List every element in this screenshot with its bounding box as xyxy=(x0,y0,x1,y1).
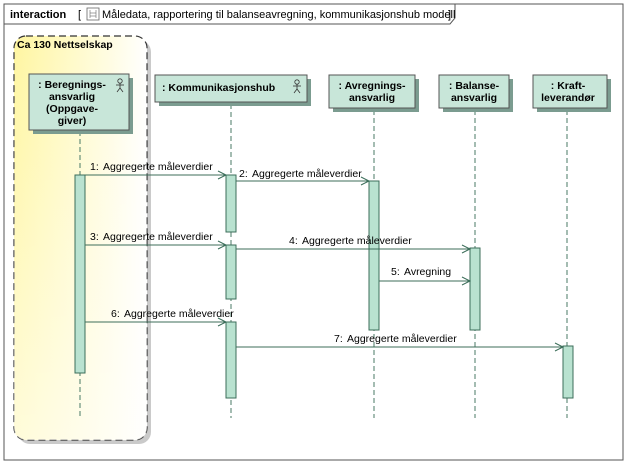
lifeline-head-kraft[interactable]: : Kraft- leverandør xyxy=(532,74,611,112)
arrowhead-icon xyxy=(554,342,565,352)
activation-beregning xyxy=(74,174,86,374)
message-number: 4: xyxy=(289,235,298,247)
arrowhead-icon xyxy=(217,170,228,180)
message-number: 3: xyxy=(90,231,99,243)
lifeline-label-line: ansvarlig xyxy=(49,91,95,103)
lifeline-label-line: ansvarlig xyxy=(451,92,497,104)
diagram-icon xyxy=(86,7,100,21)
activation-hub-3 xyxy=(225,321,237,399)
activation-hub-2 xyxy=(225,244,237,300)
message-label-7: 7: Aggregerte måleverdier xyxy=(334,333,457,345)
message-number: 5: xyxy=(391,266,400,278)
activation-kraft xyxy=(562,345,574,399)
message-number: 6: xyxy=(111,308,120,320)
message-number: 7: xyxy=(334,333,343,345)
frame-title-open: [ xyxy=(78,9,81,21)
actor-icon xyxy=(293,79,301,94)
lifeline-label-line: : Kommunikasjonshub xyxy=(162,82,275,94)
message-text: Aggregerte måleverdier xyxy=(347,333,457,345)
lifeline-label-line: ansvarlig xyxy=(349,92,395,104)
frame-title: Måledata, rapportering til balanseavregn… xyxy=(102,9,455,21)
message-text: Avregning xyxy=(404,266,451,278)
lifeline-head-hub[interactable]: : Kommunikasjonshub xyxy=(154,74,311,106)
arrowhead-icon xyxy=(217,240,228,250)
message-text: Aggregerte måleverdier xyxy=(252,168,362,180)
arrowhead-icon xyxy=(217,317,228,327)
frame-title-close: ] xyxy=(448,9,451,21)
lifeline-label-line: : Kraft- xyxy=(551,80,586,92)
actor-icon xyxy=(116,78,124,93)
lifeline-label-line: : Balanse- xyxy=(449,80,500,92)
lifeline-label-line: : Beregnings- xyxy=(38,79,106,91)
message-label-5: 5: Avregning xyxy=(391,266,451,278)
lifeline-label-line: leverandør xyxy=(541,92,595,104)
lifeline-head-beregning[interactable]: : Beregnings- ansvarlig (Oppgave- giver) xyxy=(28,73,133,134)
lifeline-head-balanse[interactable]: : Balanse- ansvarlig xyxy=(438,74,513,112)
activation-hub-1 xyxy=(225,174,237,233)
arrowhead-icon xyxy=(461,276,472,286)
partition-label: Ca 130 Nettselskap xyxy=(17,39,113,51)
message-label-4: 4: Aggregerte måleverdier xyxy=(289,235,412,247)
arrowhead-icon xyxy=(461,244,472,254)
message-label-1: 1: Aggregerte måleverdier xyxy=(90,161,213,173)
message-label-2: 2: Aggregerte måleverdier xyxy=(239,168,362,180)
message-text: Aggregerte måleverdier xyxy=(103,231,213,243)
lifeline-label-line: : Avregnings- xyxy=(339,80,406,92)
activation-avregning xyxy=(368,180,380,331)
lifeline-label-line: (Oppgave- xyxy=(46,103,98,115)
message-text: Aggregerte måleverdier xyxy=(302,235,412,247)
lifeline-label-line: giver) xyxy=(58,115,87,127)
frame-keyword: interaction xyxy=(10,9,67,21)
activation-bars xyxy=(74,174,574,399)
activation-balanse xyxy=(469,247,481,331)
message-text: Aggregerte måleverdier xyxy=(103,161,213,173)
message-label-3: 3: Aggregerte måleverdier xyxy=(90,231,213,243)
message-number: 1: xyxy=(90,161,99,173)
message-number: 2: xyxy=(239,168,248,180)
lifeline-head-avregning[interactable]: : Avregnings- ansvarlig xyxy=(328,74,419,112)
message-text: Aggregerte måleverdier xyxy=(124,308,234,320)
arrowhead-icon xyxy=(360,176,371,186)
frame-header xyxy=(3,3,456,25)
message-label-6: 6: Aggregerte måleverdier xyxy=(111,308,234,320)
